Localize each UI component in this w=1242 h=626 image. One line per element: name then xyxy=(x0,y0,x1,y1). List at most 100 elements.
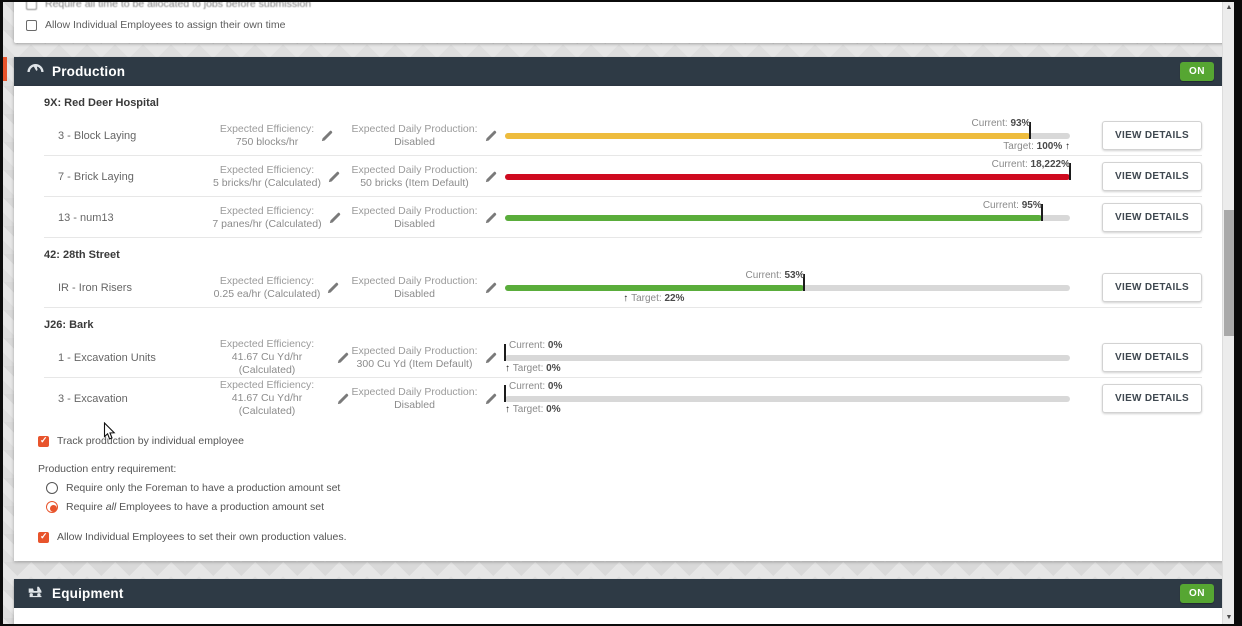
edit-daily-production-icon[interactable] xyxy=(485,212,497,224)
current-marker xyxy=(1029,122,1032,139)
production-item-row: 1 - Excavation Units Expected Efficiency… xyxy=(44,337,1202,378)
allow-assign-time-checkbox[interactable] xyxy=(26,19,37,31)
efficiency-label: Expected Efficiency: xyxy=(219,274,315,287)
view-details-button[interactable]: VIEW DETAILS xyxy=(1102,273,1202,302)
expected-daily-production-cell: Expected Daily Production: Disabled xyxy=(349,205,499,231)
expected-daily-production-cell: Expected Daily Production: 300 Cu Yd (It… xyxy=(349,345,499,371)
production-item-name: 3 - Excavation xyxy=(58,392,128,405)
production-body: 9X: Red Deer Hospital 3 - Block Laying E… xyxy=(14,86,1228,561)
view-details-button[interactable]: VIEW DETAILS xyxy=(1102,343,1202,372)
allow-individual-production-checkbox[interactable] xyxy=(38,531,49,543)
daily-production-value: 50 bricks (Item Default) xyxy=(360,176,469,189)
equipment-body xyxy=(14,608,1228,624)
expected-daily-production-cell: Expected Daily Production: Disabled xyxy=(349,275,499,301)
scroll-up-arrow[interactable]: ▲ xyxy=(1225,4,1233,11)
equipment-on-toggle[interactable]: ON xyxy=(1180,584,1214,603)
current-percentage-label: Current: 53% xyxy=(745,270,805,281)
edit-efficiency-icon[interactable] xyxy=(329,212,341,224)
edit-efficiency-icon[interactable] xyxy=(327,282,339,294)
edit-daily-production-icon[interactable] xyxy=(485,130,497,142)
efficiency-label: Expected Efficiency: xyxy=(219,163,315,176)
allow-assign-time-row: Allow Individual Employees to assign the… xyxy=(26,19,1228,31)
track-production-row: Track production by individual employee xyxy=(38,435,1228,447)
edit-daily-production-icon[interactable] xyxy=(485,352,497,364)
production-rows: 9X: Red Deer Hospital 3 - Block Laying E… xyxy=(14,86,1228,419)
production-item-name: IR - Iron Risers xyxy=(58,281,132,294)
efficiency-label: Expected Efficiency: xyxy=(219,122,315,135)
production-item-name: 1 - Excavation Units xyxy=(58,351,156,364)
track-production-checkbox[interactable] xyxy=(38,435,49,447)
expected-efficiency-cell: Expected Efficiency: 0.25 ea/hr (Calcula… xyxy=(204,275,349,301)
current-marker xyxy=(504,344,506,361)
current-percentage-label: Current: 0% xyxy=(509,340,563,351)
scroll-down-arrow[interactable]: ▼ xyxy=(1225,614,1233,621)
production-progress-bar: Current: 53% ↑ Target: 22% ↑ xyxy=(505,267,1070,308)
production-settings: Track production by individual employee … xyxy=(14,419,1228,545)
efficiency-value: 0.25 ea/hr (Calculated) xyxy=(213,287,321,300)
daily-production-label: Expected Daily Production: xyxy=(351,122,478,135)
current-percentage-label: Current: 95% xyxy=(982,200,1042,211)
progress-track xyxy=(505,355,1070,361)
edit-daily-production-icon[interactable] xyxy=(485,171,497,183)
view-details-button[interactable]: VIEW DETAILS xyxy=(1102,121,1202,150)
equipment-section: Equipment ON xyxy=(14,579,1228,624)
all-employees-radio[interactable] xyxy=(46,501,58,513)
current-marker xyxy=(504,385,506,402)
edit-efficiency-icon[interactable] xyxy=(321,130,333,142)
production-progress-bar: Current: 0% ↑ Target: 0% ↑ xyxy=(504,378,1070,419)
production-on-toggle[interactable]: ON xyxy=(1180,62,1214,81)
checkbox-label: Track production by individual employee xyxy=(57,435,244,447)
vertical-scrollbar[interactable]: ▲ ▼ xyxy=(1222,2,1234,624)
efficiency-label: Expected Efficiency: xyxy=(219,204,315,217)
schedule-settings-page: Require all time to be allocated to jobs… xyxy=(14,0,1228,624)
progress-fill xyxy=(505,133,1031,139)
radio-label: Require only the Foreman to have a produ… xyxy=(66,482,341,494)
checkbox-label: Allow Individual Employees to assign the… xyxy=(45,19,286,31)
checkbox-label: Allow Individual Employees to set their … xyxy=(57,531,347,543)
view-details-cell: VIEW DETAILS xyxy=(1084,343,1202,372)
section-title: Equipment xyxy=(52,586,124,601)
daily-production-label: Expected Daily Production: xyxy=(351,204,478,217)
progress-track xyxy=(505,174,1070,180)
production-header: Production ON xyxy=(14,57,1228,86)
edit-efficiency-icon[interactable] xyxy=(328,171,340,183)
view-details-button[interactable]: VIEW DETAILS xyxy=(1102,203,1202,232)
gauge-icon xyxy=(27,63,44,81)
job-group-header: 9X: Red Deer Hospital xyxy=(44,97,159,109)
current-marker xyxy=(1069,163,1071,180)
radio-label: Require all Employees to have a producti… xyxy=(66,501,325,513)
job-group-header: J26: Bark xyxy=(44,319,94,331)
progress-track xyxy=(505,215,1070,221)
production-item-name: 7 - Brick Laying xyxy=(58,170,134,183)
require-time-allocated-checkbox[interactable] xyxy=(26,2,37,10)
time-settings-card: Require all time to be allocated to jobs… xyxy=(14,0,1228,43)
efficiency-label: Expected Efficiency: xyxy=(219,338,315,350)
edit-daily-production-icon[interactable] xyxy=(485,282,497,294)
view-details-button[interactable]: VIEW DETAILS xyxy=(1102,384,1202,413)
view-details-button[interactable]: VIEW DETAILS xyxy=(1102,162,1202,191)
progress-track xyxy=(505,133,1070,139)
expected-efficiency-cell: Expected Efficiency: 41.67 Cu Yd/hr (Cal… xyxy=(204,338,349,377)
foreman-only-option: Require only the Foreman to have a produ… xyxy=(46,482,1228,494)
checkbox-label: Require all time to be allocated to jobs… xyxy=(45,0,312,10)
view-details-cell: VIEW DETAILS xyxy=(1084,203,1202,232)
edit-efficiency-icon[interactable] xyxy=(337,352,349,364)
current-marker xyxy=(1040,204,1043,221)
current-percentage-label: Current: 93% xyxy=(971,118,1031,129)
daily-production-label: Expected Daily Production: xyxy=(351,163,478,176)
edit-efficiency-icon[interactable] xyxy=(337,393,349,405)
production-item-row: IR - Iron Risers Expected Efficiency: 0.… xyxy=(44,267,1202,308)
production-progress-bar: Current: 93% ↑ Target: 100% ↑ xyxy=(505,115,1070,156)
production-progress-bar: Current: 18,222% ↑ ↑ xyxy=(505,156,1071,197)
view-details-cell: VIEW DETAILS xyxy=(1084,121,1202,150)
progress-fill xyxy=(505,215,1042,221)
scrollbar-thumb[interactable] xyxy=(1224,210,1234,336)
production-item-name: 3 - Block Laying xyxy=(58,129,137,142)
efficiency-value: 41.67 Cu Yd/hr (Calculated) xyxy=(231,351,303,376)
production-item-row: 3 - Block Laying Expected Efficiency: 75… xyxy=(44,115,1202,156)
foreman-only-radio[interactable] xyxy=(46,482,58,494)
edit-daily-production-icon[interactable] xyxy=(485,393,497,405)
target-percentage-label: ↑ Target: 0% ↑ xyxy=(505,363,561,374)
section-title: Production xyxy=(52,64,126,79)
current-percentage-label: Current: 18,222% xyxy=(991,159,1070,170)
